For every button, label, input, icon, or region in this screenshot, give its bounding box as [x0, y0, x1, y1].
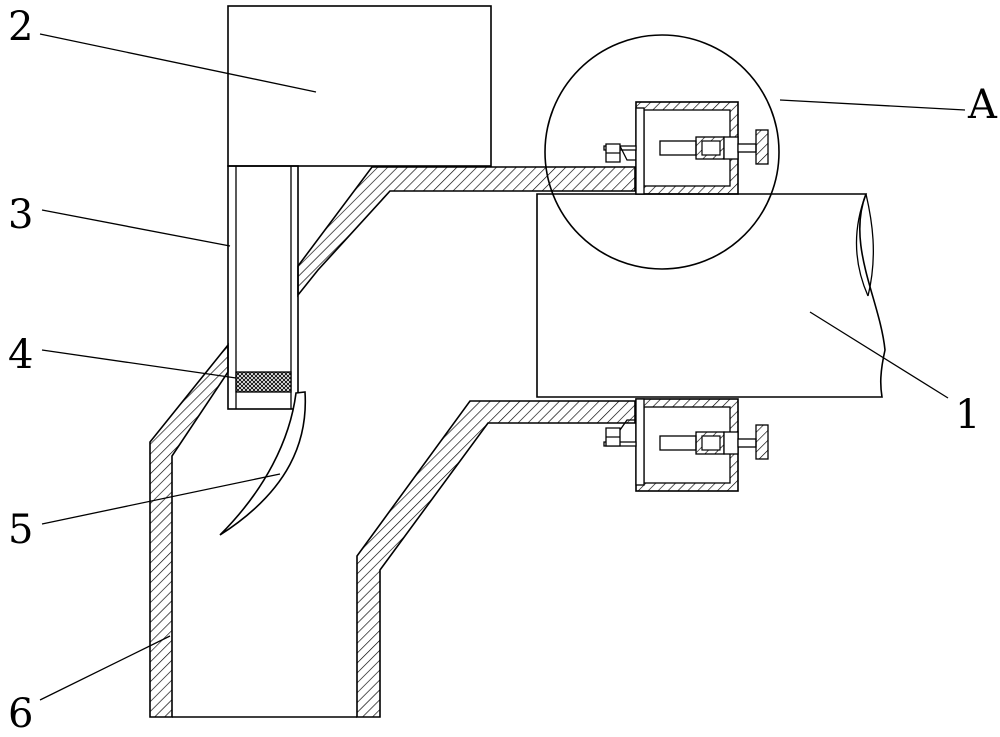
- label-a: A: [967, 82, 998, 128]
- lower-clamp: [603, 398, 769, 492]
- part-labels: 2 3 4 5 6 A 1: [8, 4, 998, 737]
- filter-4: [235, 371, 292, 393]
- box-2: [227, 5, 492, 167]
- label-5: 5: [8, 507, 33, 553]
- deflector-5: [219, 391, 307, 536]
- leader-lines: [39, 33, 966, 701]
- upper-clamp: [603, 101, 769, 195]
- label-1: 1: [955, 392, 980, 438]
- label-3: 3: [8, 192, 33, 238]
- label-4: 4: [8, 332, 33, 378]
- detail-circle-a: [544, 34, 780, 270]
- label-6: 6: [8, 691, 33, 737]
- body-housing-6: [149, 166, 636, 718]
- pipe-1: [536, 193, 886, 398]
- label-2: 2: [8, 4, 33, 50]
